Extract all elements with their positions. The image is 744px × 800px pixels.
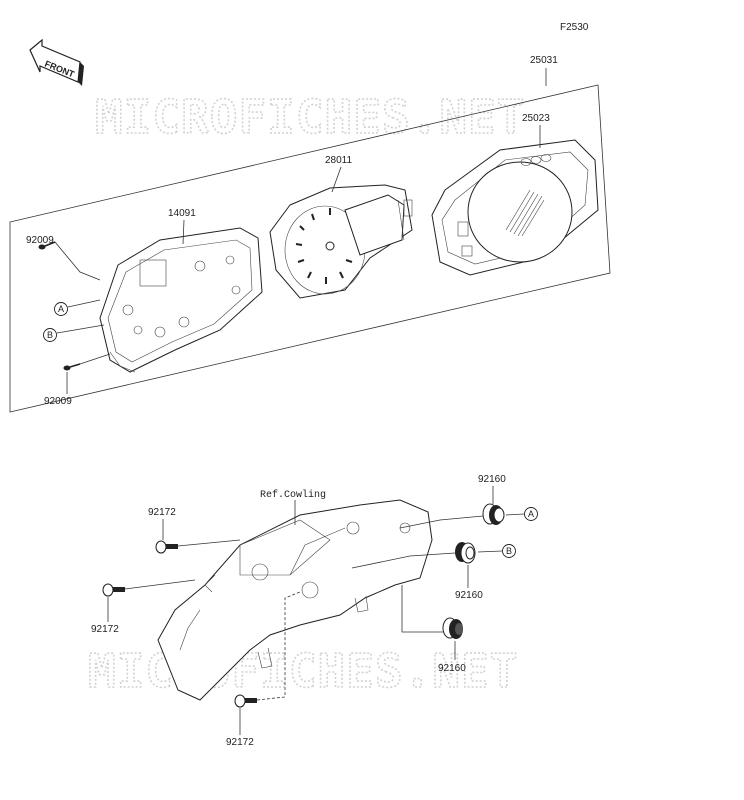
label-92009-lower: 92009 xyxy=(44,396,72,407)
bolt-2-icon xyxy=(102,583,125,597)
watermark-bottom: MICROFICHES.NET xyxy=(88,644,518,698)
marker-b-lower: B xyxy=(502,544,516,558)
grommet-b-icon xyxy=(455,542,476,564)
label-25023: 25023 xyxy=(522,113,550,124)
screw-lower-icon xyxy=(63,363,81,371)
ref-cowling-label: Ref.Cowling xyxy=(260,489,326,501)
marker-b-upper: B xyxy=(43,328,57,342)
figure-code: F2530 xyxy=(560,22,589,33)
label-92160-b: 92160 xyxy=(455,590,483,601)
watermark-top: MICROFICHES.NET xyxy=(95,90,525,144)
screw-upper-icon xyxy=(38,241,56,250)
svg-text:B: B xyxy=(506,546,512,556)
svg-text:B: B xyxy=(47,330,53,340)
label-92172-2: 92172 xyxy=(91,624,119,635)
label-92160-a: 92160 xyxy=(478,474,506,485)
marker-a-lower: A xyxy=(524,507,538,521)
svg-text:A: A xyxy=(528,509,534,519)
assembly-frame xyxy=(9,84,611,413)
label-92172-1: 92172 xyxy=(148,507,176,518)
cowling-bracket xyxy=(157,499,433,701)
svg-text:A: A xyxy=(58,304,64,314)
label-28011: 28011 xyxy=(325,155,353,166)
meter-case xyxy=(99,227,263,373)
grommet-c-icon xyxy=(442,617,463,639)
front-arrow-icon: FRONT xyxy=(29,38,84,86)
grommet-a-icon xyxy=(482,503,505,525)
meter-unit xyxy=(269,184,413,299)
label-14091: 14091 xyxy=(168,208,196,219)
label-25031: 25031 xyxy=(530,55,558,66)
bolt-3-icon xyxy=(234,694,257,708)
label-92172-3: 92172 xyxy=(226,737,254,748)
bolt-1-icon xyxy=(155,540,178,554)
meter-cover xyxy=(431,139,599,276)
marker-a-upper: A xyxy=(54,302,68,316)
label-92009-upper: 92009 xyxy=(26,235,54,246)
label-92160-c: 92160 xyxy=(438,663,466,674)
